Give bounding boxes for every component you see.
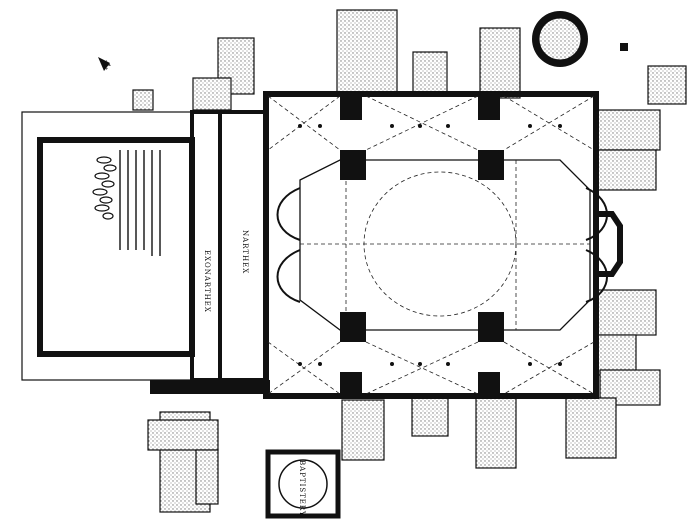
atrium-stones — [92, 156, 117, 220]
north-arrow-icon — [98, 57, 110, 71]
narthex-label: NARTHEX — [241, 230, 249, 274]
narthexes — [150, 110, 270, 394]
exonarthex-label: EXONARTHEX — [203, 250, 211, 313]
buttress-foundations — [132, 9, 687, 513]
skeuophylakion — [532, 11, 628, 67]
central-nave — [276, 159, 608, 331]
aisle-columns — [298, 124, 562, 366]
baptistery — [265, 449, 341, 519]
atrium — [21, 111, 195, 381]
north-arrow: N — [98, 57, 114, 72]
atrium-fountain — [119, 150, 161, 256]
baptistery-label: BAPTISTERY — [298, 460, 306, 517]
main-piers — [340, 96, 504, 394]
aisle-vaults — [267, 95, 595, 395]
hagia-sophia-outline — [263, 91, 623, 399]
